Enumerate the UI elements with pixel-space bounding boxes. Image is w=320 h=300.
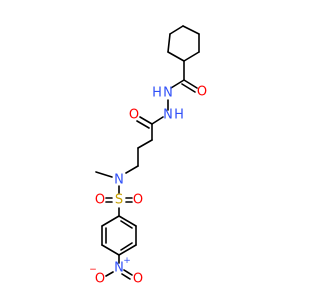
charge-minus: − (89, 265, 97, 275)
bond-nh-amide (151, 116, 164, 125)
bond-benzene (118, 244, 137, 256)
atom-oxygen: O (197, 85, 207, 100)
bond-benzene (118, 215, 137, 227)
bond-chain (125, 165, 139, 174)
bond-n-methyl (95, 171, 113, 178)
charge-plus: + (123, 256, 131, 266)
atom-sulfur: S (115, 193, 123, 208)
bond-cyclohexane (167, 33, 171, 53)
atom-hydrogen: H (152, 86, 162, 101)
atom-hydrogen: H (174, 108, 184, 123)
bond-amide-double (136, 120, 150, 129)
bond-benzene (101, 244, 120, 256)
bond-cyclohexane (167, 51, 185, 62)
atom-nitrogen: N (114, 261, 124, 276)
atom-nitrogen: N (163, 86, 173, 101)
atom-oxygen: O (95, 272, 105, 287)
bond-benzene (101, 215, 120, 227)
bond-amide-double (139, 116, 153, 125)
bond-cyclohexane (183, 51, 200, 62)
bond-benzene-inner (120, 242, 133, 251)
atom-oxygen: O (133, 193, 143, 208)
atom-nitrogen: N (163, 108, 173, 123)
bond-cyclohexane (169, 25, 184, 35)
atom-nitrogen: N (114, 173, 124, 188)
bond-nitro-o-double (123, 269, 133, 276)
atom-layer: O N H N H O N S O O N + O − O (89, 85, 207, 287)
atom-oxygen: O (129, 108, 139, 123)
molecule-structure: O N H N H O N S O O N + O − O (89, 25, 207, 287)
bond-cyclohexane (182, 25, 200, 35)
atom-oxygen: O (133, 272, 143, 287)
bond-benzene-inner (120, 220, 133, 229)
bond-chain (137, 139, 153, 149)
bond-carbonyl-double (183, 79, 198, 89)
bond-nitro-o (105, 271, 114, 277)
bond-carbonyl-nh (170, 79, 185, 89)
bond-nitro-o-double (121, 273, 131, 280)
atom-oxygen: O (95, 193, 105, 208)
bond-layer (95, 25, 200, 280)
bond-carbonyl-double (181, 83, 196, 93)
